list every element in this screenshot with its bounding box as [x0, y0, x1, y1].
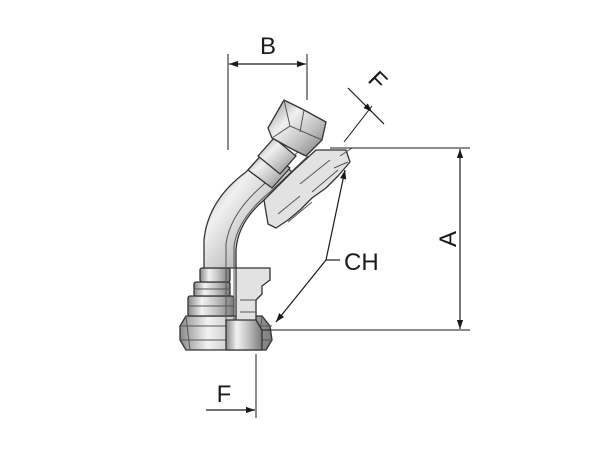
dimension-b: B	[227, 33, 308, 150]
hose-fitting	[179, 99, 353, 351]
dimension-ch: CH	[275, 169, 379, 323]
tube-bore	[225, 149, 309, 320]
top-hex-nut	[267, 99, 327, 157]
dimension-f-bottom: F	[206, 354, 257, 418]
socket-section	[235, 147, 353, 331]
dimension-ch-label: CH	[344, 249, 379, 276]
dimension-f-bottom-label: F	[217, 381, 232, 408]
dimension-a-label: A	[435, 231, 462, 247]
bottom-collar	[187, 267, 235, 317]
bottom-sleeve	[225, 319, 263, 351]
dimension-f-top: F	[343, 66, 392, 143]
dimension-a: A	[262, 147, 470, 331]
dimension-b-label: B	[260, 33, 276, 60]
upper-collar	[247, 137, 297, 189]
dimension-f-top-label: F	[363, 66, 392, 95]
